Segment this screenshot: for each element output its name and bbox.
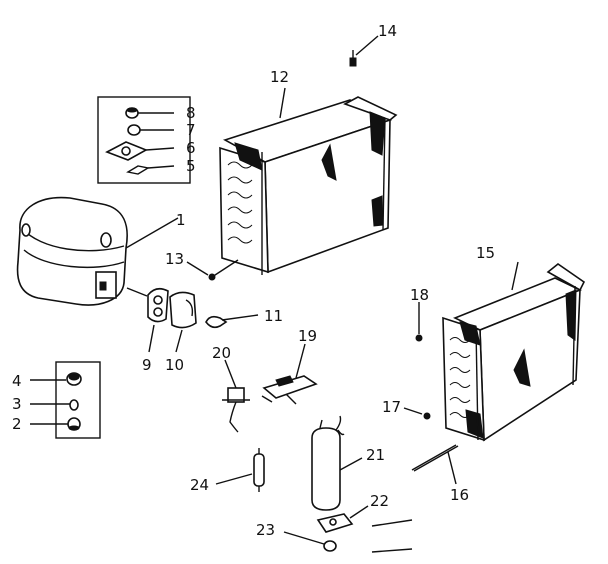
parts-16-17-18: [403, 302, 459, 485]
callout-labels: 1 2 3 4 5 6 7 8 9 10 11 12 13 14 15 16 1…: [12, 22, 495, 539]
callout-15: 15: [476, 244, 495, 262]
part-1-compressor: [16, 196, 179, 306]
callout-1: 1: [176, 211, 186, 229]
callout-23: 23: [256, 521, 275, 539]
part-21-accumulator: [311, 415, 363, 511]
callout-5: 5: [186, 157, 196, 175]
callout-20: 20: [212, 344, 231, 362]
parts-19-20: [222, 343, 318, 433]
callout-9: 9: [142, 356, 152, 374]
callout-11: 11: [264, 307, 283, 325]
part-23-nut: [283, 531, 337, 552]
part-14-screw: [349, 35, 379, 67]
hardware-kit-box: [97, 96, 191, 184]
callout-16: 16: [450, 486, 469, 504]
callout-2: 2: [12, 415, 22, 433]
callout-21: 21: [366, 446, 385, 464]
hardware-kit-box-2: [30, 361, 101, 439]
callout-17: 17: [382, 398, 401, 416]
callout-22: 22: [370, 492, 389, 510]
callout-13: 13: [165, 250, 184, 268]
parts-9-10-11: [126, 287, 259, 353]
callout-7: 7: [186, 121, 196, 139]
callout-14: 14: [378, 22, 397, 40]
callout-3: 3: [12, 395, 22, 413]
callout-10: 10: [165, 356, 184, 374]
part-12-condenser: [219, 96, 398, 275]
part-24-filter: [215, 448, 265, 492]
callout-12: 12: [270, 68, 289, 86]
callout-24: 24: [190, 476, 209, 494]
part-15-condenser: [442, 261, 586, 442]
callout-6: 6: [186, 139, 196, 157]
callout-4: 4: [12, 372, 22, 390]
callout-18: 18: [410, 286, 429, 304]
callout-8: 8: [186, 104, 196, 122]
part-22-bracket: [316, 505, 369, 533]
part-13-screw: [186, 259, 239, 281]
callout-19: 19: [298, 327, 317, 345]
